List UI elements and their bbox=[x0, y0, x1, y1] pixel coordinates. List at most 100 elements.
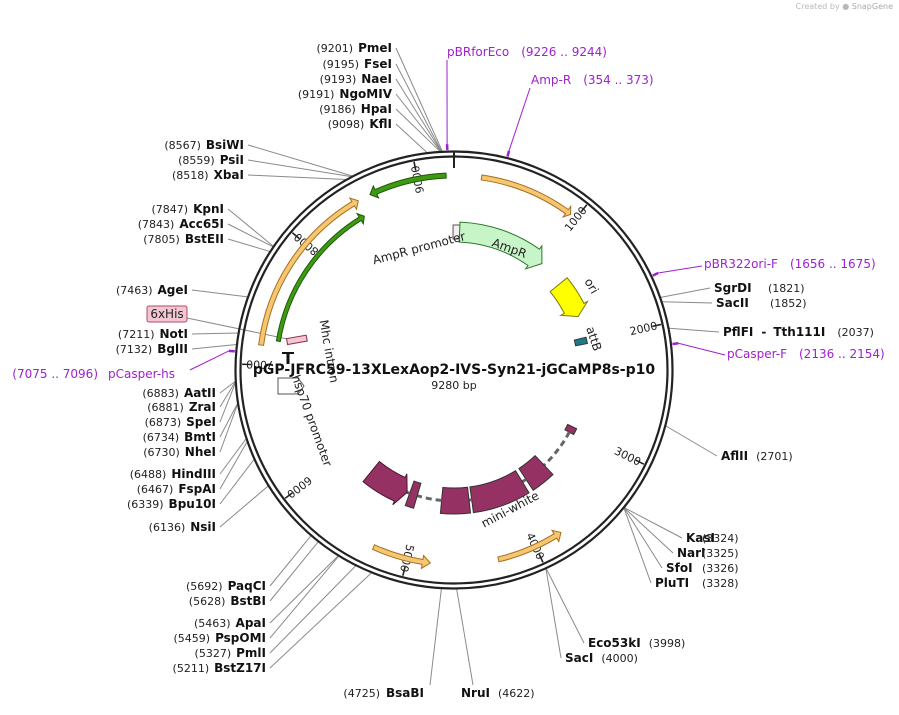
mini-white-exon-1 bbox=[564, 423, 578, 436]
primer-range: (9226 .. 9244) bbox=[521, 45, 607, 59]
enzyme-line bbox=[227, 208, 274, 247]
enzyme-position: (3324) bbox=[702, 532, 739, 545]
tick-mark bbox=[652, 323, 662, 328]
enzyme-position: (7132) bbox=[116, 343, 153, 356]
attB-box bbox=[573, 336, 588, 347]
enzyme-line bbox=[395, 108, 441, 152]
enzyme-line bbox=[395, 47, 443, 152]
mini-white-exon-3 bbox=[469, 470, 530, 514]
enzyme-line bbox=[219, 459, 255, 505]
enzyme-line bbox=[227, 223, 274, 248]
enzyme-line bbox=[668, 327, 720, 333]
enzyme-line bbox=[219, 403, 239, 438]
primer-label: Amp-R (354 .. 373) bbox=[531, 73, 654, 87]
enzyme-name: SacII bbox=[716, 296, 749, 310]
enzyme-name: HpaI bbox=[361, 102, 392, 116]
tick-mark bbox=[291, 232, 300, 240]
his-tag-badge bbox=[146, 305, 188, 323]
enzyme-line bbox=[191, 332, 239, 335]
enzyme-line bbox=[623, 507, 663, 569]
enzyme-line bbox=[219, 438, 247, 475]
enzyme-position: (5692) bbox=[186, 580, 223, 593]
primer-site bbox=[652, 271, 659, 277]
enzyme-position: (8559) bbox=[178, 154, 215, 167]
enzyme-name: BmtI bbox=[184, 430, 216, 444]
enzyme-position: (6488) bbox=[130, 468, 167, 481]
orange-arrow-8000 bbox=[258, 197, 359, 346]
enzyme-position: (6873) bbox=[145, 416, 182, 429]
primer-site bbox=[228, 349, 235, 353]
enzyme-position: (8518) bbox=[172, 169, 209, 182]
enzyme-name: SacI bbox=[565, 651, 593, 665]
primer-line bbox=[189, 350, 230, 371]
hsp70-promoter-label: hsp70 promoter bbox=[289, 373, 335, 468]
enzyme-line bbox=[269, 555, 340, 639]
enzyme-name: FspAI bbox=[178, 482, 216, 496]
primer-range: (2136 .. 2154) bbox=[799, 347, 885, 361]
his-tag-label: 6xHis bbox=[150, 307, 183, 321]
enzyme-line bbox=[219, 381, 236, 394]
enzyme-name: NarI bbox=[677, 546, 706, 560]
enzyme-name: KflI bbox=[369, 117, 392, 131]
tick-mark bbox=[538, 553, 544, 563]
enzyme-line bbox=[662, 301, 713, 304]
enzyme-position: (2701) bbox=[756, 450, 793, 463]
primer-name: pBRforEco bbox=[447, 45, 509, 59]
backbone-outer-circle bbox=[234, 150, 674, 590]
enzyme-name: BsaBI bbox=[386, 686, 424, 700]
snapgene-logo-icon: ● bbox=[842, 2, 850, 11]
primer-label: pBR322ori-F(1656 .. 1675) bbox=[704, 257, 876, 271]
primer-line bbox=[658, 265, 703, 274]
enzyme-line bbox=[191, 344, 237, 350]
mini-white-intron-2 bbox=[521, 478, 527, 484]
enzyme-name: BstZ17I bbox=[214, 661, 266, 675]
enzyme-name: PaqCI bbox=[228, 579, 266, 593]
enzyme-position: (6339) bbox=[127, 498, 164, 511]
tick-label: 2000 bbox=[629, 319, 659, 338]
enzyme-name: SpeI bbox=[186, 415, 216, 429]
primer-name: pCasper-F bbox=[727, 347, 787, 361]
enzyme-line bbox=[247, 159, 352, 178]
enzyme-line bbox=[660, 287, 711, 298]
ampr-arrow bbox=[458, 221, 543, 270]
enzyme-name: NgoMIV bbox=[339, 87, 392, 101]
enzyme-position: (5327) bbox=[195, 647, 232, 660]
enzyme-name: SgrDI bbox=[714, 281, 752, 295]
enzyme-position: (2037) bbox=[837, 326, 874, 339]
enzyme-name: AatII bbox=[184, 386, 216, 400]
enzyme-name: HindIII bbox=[171, 467, 216, 481]
enzyme-name: PmlI bbox=[236, 646, 266, 660]
enzyme-position: (9193) bbox=[320, 73, 357, 86]
enzyme-line bbox=[247, 174, 346, 181]
primer-line bbox=[508, 87, 531, 151]
enzyme-name: FseI bbox=[364, 57, 392, 71]
enzyme-name: BsiWI bbox=[206, 138, 244, 152]
primer-site bbox=[506, 150, 511, 157]
snapgene-credit: Created by ● SnapGene bbox=[795, 2, 893, 11]
primer-name: Amp-R bbox=[531, 73, 571, 87]
green-arrow-9000 bbox=[369, 172, 447, 199]
enzyme-line bbox=[545, 568, 585, 644]
tick-mark bbox=[580, 204, 588, 213]
green-arrow-8000 bbox=[275, 212, 365, 343]
primer-line bbox=[678, 342, 726, 356]
enzyme-name: NotI bbox=[160, 327, 189, 341]
enzyme-position: (3328) bbox=[702, 577, 739, 590]
enzyme-position: (6881) bbox=[147, 401, 184, 414]
enzyme-line bbox=[665, 425, 718, 457]
primer-range: (354 .. 373) bbox=[583, 73, 653, 87]
enzyme-line bbox=[219, 382, 236, 423]
orange-arrow-4000 bbox=[497, 529, 562, 563]
mini-white-exon-4 bbox=[439, 486, 472, 515]
enzyme-position: (9201) bbox=[317, 42, 354, 55]
feature-arrows bbox=[258, 172, 589, 570]
enzyme-name: PflFI bbox=[723, 325, 753, 339]
enzyme-line bbox=[227, 238, 271, 252]
enzyme-name: ZraI bbox=[189, 400, 216, 414]
enzyme-position: (6734) bbox=[143, 431, 180, 444]
mini-white-exon-5 bbox=[404, 480, 422, 509]
tick-label: 7000 bbox=[246, 357, 274, 371]
enzyme-line bbox=[219, 485, 269, 528]
